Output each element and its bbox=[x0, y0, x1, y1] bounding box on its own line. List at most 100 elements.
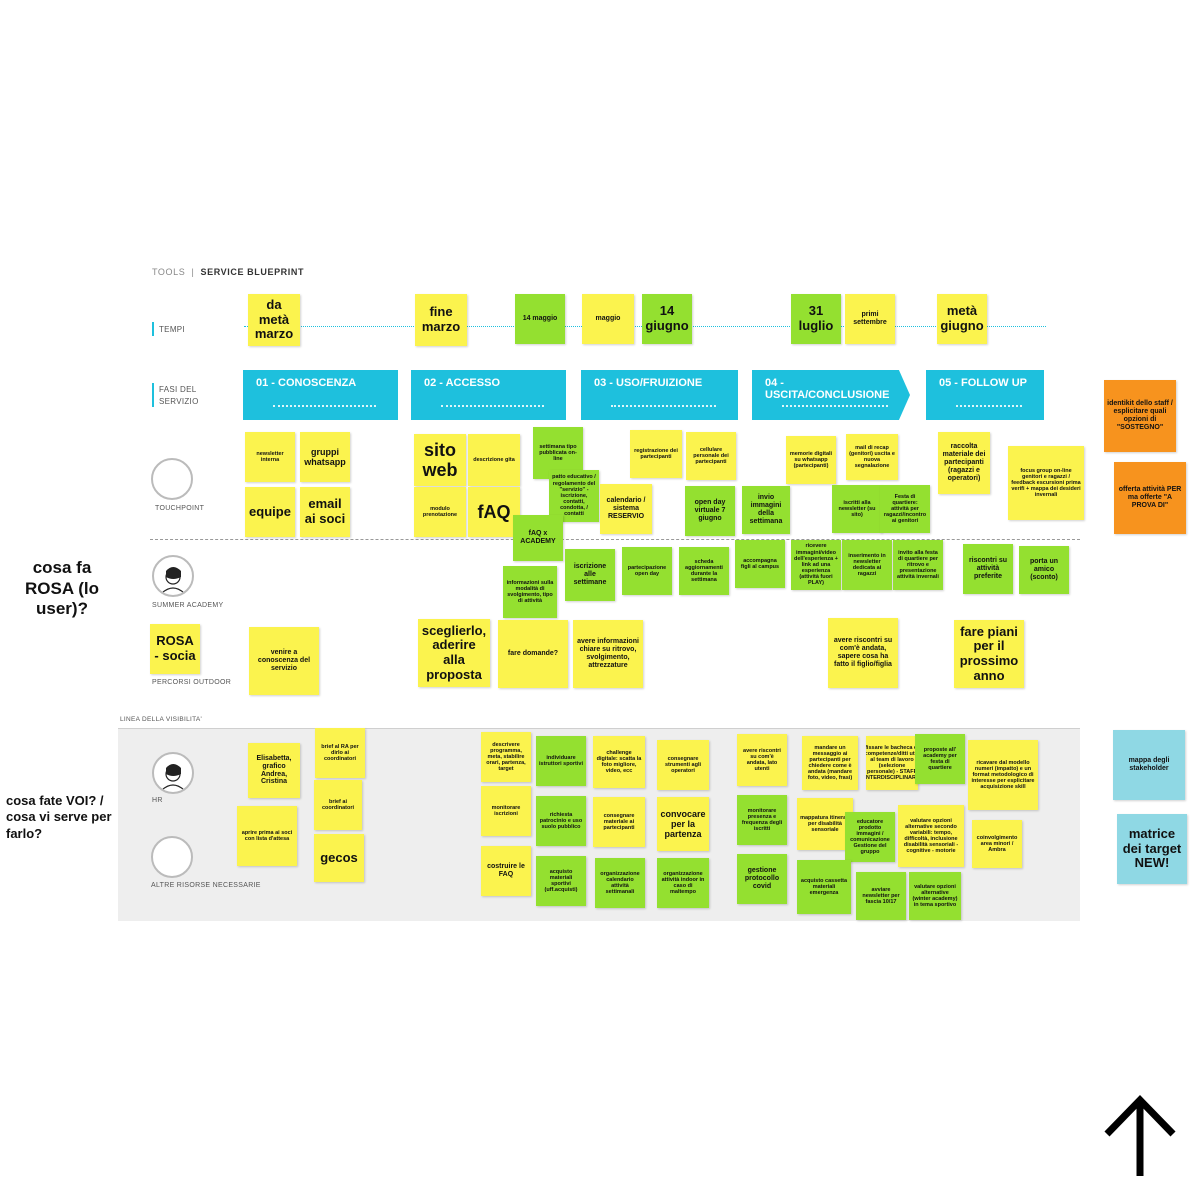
sticky-note[interactable]: venire a conoscenza del servizio bbox=[249, 627, 319, 695]
sticky-note[interactable]: acquisto cassetta materiali emergenza bbox=[797, 860, 851, 914]
sticky-note[interactable]: riscontri su attività preferite bbox=[963, 544, 1013, 594]
sticky-note[interactable]: acquisto materiali sportivi (uff.acquist… bbox=[536, 856, 586, 906]
sticky-note[interactable]: 14 giugno bbox=[642, 294, 692, 344]
sticky-note[interactable]: convocare per la partenza bbox=[657, 797, 709, 851]
sticky-note[interactable]: avere informazioni chiare su ritrovo, sv… bbox=[573, 620, 643, 688]
side-note-orange[interactable]: offerta attività PER ma offerte "A PROVA… bbox=[1114, 462, 1186, 534]
row-label-altre-risorse: ALTRE RISORSE NECESSARIE bbox=[151, 882, 261, 889]
sticky-note[interactable]: accompagna figli al campus bbox=[735, 540, 785, 588]
sticky-note[interactable]: iscrizione alle settimane bbox=[565, 549, 615, 601]
sticky-note[interactable]: fare domande? bbox=[498, 620, 568, 688]
sticky-note[interactable]: valutare opzioni alternative (winter aca… bbox=[909, 872, 961, 920]
sticky-note[interactable]: fAQ bbox=[468, 487, 520, 537]
sticky-note[interactable]: mandare un messaggio ai partecipanti per… bbox=[802, 736, 858, 790]
header-separator: | bbox=[191, 267, 195, 277]
row-label-touchpoint: TOUCHPOINT bbox=[155, 505, 205, 512]
sticky-note[interactable]: costruire le FAQ bbox=[481, 846, 531, 896]
row-label-fasi-1: FASI DEL bbox=[159, 385, 197, 394]
left-title-voi: cosa fate VOI? / cosa vi serve per farlo… bbox=[6, 793, 112, 841]
sticky-note[interactable]: cellulare personale dei partecipanti bbox=[686, 432, 736, 480]
sticky-note[interactable]: aprire prima ai soci con lista d'attesa bbox=[237, 806, 297, 866]
sticky-note[interactable]: monitorare presenza e frequenza degli is… bbox=[737, 795, 787, 845]
sticky-note[interactable]: modulo prenotazione bbox=[414, 487, 466, 537]
summer-academy-face-icon bbox=[152, 555, 194, 597]
sticky-note[interactable]: da metà marzo bbox=[248, 294, 300, 346]
sticky-note[interactable]: maggio bbox=[582, 294, 634, 344]
sticky-note[interactable]: sito web bbox=[414, 434, 466, 486]
hr-face-icon bbox=[152, 752, 194, 794]
sticky-note[interactable]: fAQ x ACADEMY bbox=[513, 515, 563, 561]
sticky-note[interactable]: registrazione dei partecipanti bbox=[630, 430, 682, 478]
sticky-note[interactable]: educatore prodotto immagini / comunicazi… bbox=[845, 812, 895, 862]
row-label-summer-academy: SUMMER ACADEMY bbox=[152, 602, 224, 609]
sticky-note[interactable]: equipe bbox=[245, 487, 295, 537]
sticky-note[interactable]: consegnare materiale ai partecipanti bbox=[593, 797, 645, 847]
sticky-note[interactable]: scheda aggiornamenti durante la settiman… bbox=[679, 547, 729, 595]
row-label-tempi: TEMPI bbox=[159, 325, 185, 334]
phase-uscita-conclusione: 04 - USCITA/CONCLUSIONE bbox=[752, 370, 910, 420]
sticky-note[interactable]: calendario / sistema RESERVIO bbox=[600, 484, 652, 534]
sticky-note[interactable]: patto educativo / regolamento del "servi… bbox=[549, 470, 599, 522]
sticky-note[interactable]: proposte all' academy per festa di quart… bbox=[915, 734, 965, 784]
sticky-note[interactable]: monitorare iscrizioni bbox=[481, 786, 531, 836]
sticky-note[interactable]: sceglierlo, aderire alla proposta bbox=[418, 619, 490, 687]
sticky-note[interactable]: brief al RA per dirlo ai coordinatori bbox=[315, 728, 365, 778]
sticky-note[interactable]: gecos bbox=[314, 834, 364, 882]
sticky-note[interactable]: fare piani per il prossimo anno bbox=[954, 620, 1024, 688]
side-note-orange[interactable]: identikit dello staff / esplicitare qual… bbox=[1104, 380, 1176, 452]
sticky-note[interactable]: organizzazione attività indoor in caso d… bbox=[657, 858, 709, 908]
sticky-note[interactable]: focus group on-line genitori e ragazzi /… bbox=[1008, 446, 1084, 520]
sticky-note[interactable]: mail di recap (genitori) uscita e nuova … bbox=[846, 434, 898, 480]
blueprint-header: TOOLS | SERVICE BLUEPRINT bbox=[152, 267, 304, 277]
sticky-note[interactable]: consegnare strumenti agli operatori bbox=[657, 740, 709, 790]
sticky-note[interactable]: avere riscontri su com'è andata, lato ut… bbox=[737, 734, 787, 786]
sticky-note[interactable]: 14 maggio bbox=[515, 294, 565, 344]
sticky-note[interactable]: ricavare dal modello numeri (impatto) e … bbox=[968, 740, 1038, 810]
sticky-note[interactable]: porta un amico (sconto) bbox=[1019, 546, 1069, 594]
side-note-blue[interactable]: mappa degli stakeholder bbox=[1113, 730, 1185, 800]
sticky-note[interactable]: challenge digitale: scatta la foto migli… bbox=[593, 736, 645, 788]
header-tools: TOOLS bbox=[152, 267, 186, 277]
sticky-note[interactable]: invio immagini della settimana bbox=[742, 486, 790, 534]
phase-label: 04 - USCITA/CONCLUSIONE bbox=[765, 377, 890, 401]
phase-label: 02 - ACCESSO bbox=[424, 377, 501, 389]
sticky-note[interactable]: metà giugno bbox=[937, 294, 987, 344]
sticky-note[interactable]: individuare istruttori sportivi bbox=[536, 736, 586, 786]
sticky-note[interactable]: gestione protocollo covid bbox=[737, 854, 787, 904]
sticky-note[interactable]: partecipazione open day bbox=[622, 547, 672, 595]
sticky-note[interactable]: avere riscontri su com'è andata, sapere … bbox=[828, 618, 898, 688]
sticky-note[interactable]: newsletter interna bbox=[245, 432, 295, 482]
row-label-hr: HR bbox=[152, 797, 163, 804]
arrow-up-icon bbox=[1103, 1092, 1177, 1178]
sticky-note[interactable]: mappatura itinerari per disabilità senso… bbox=[797, 798, 853, 850]
sticky-note[interactable]: richiesta patrocinio e uso suolo pubblic… bbox=[536, 796, 586, 846]
sticky-note[interactable]: coinvolgimento area minori / Ambra bbox=[972, 820, 1022, 868]
sticky-note[interactable]: fissare le bacheca di competenze/ditti u… bbox=[866, 736, 918, 790]
sticky-note[interactable]: descrizione gita bbox=[468, 434, 520, 486]
phase-conoscenza: 01 - CONOSCENZA bbox=[243, 370, 398, 420]
sticky-note[interactable]: fine marzo bbox=[415, 294, 467, 346]
sticky-note[interactable]: Festa di quartiere: attività per ragazzi… bbox=[880, 485, 930, 533]
sticky-note[interactable]: ricevere immagini/video dell'esperienza … bbox=[791, 540, 841, 590]
side-note-blue[interactable]: matrice dei target NEW! bbox=[1117, 814, 1187, 884]
sticky-note[interactable]: memorie digitali su whatsapp (partecipan… bbox=[786, 436, 836, 484]
sticky-note[interactable]: Elisabetta, grafico Andrea, Cristina bbox=[248, 743, 300, 798]
row-label-visibilita: LINEA DELLA VISIBILITA' bbox=[120, 716, 203, 723]
sticky-note[interactable]: 31 luglio bbox=[791, 294, 841, 344]
sticky-note[interactable]: raccolta materiale dei partecipanti (rag… bbox=[938, 432, 990, 494]
sticky-note[interactable]: invito alla festa di quartiere per ritro… bbox=[893, 540, 943, 590]
sticky-note[interactable]: organizzazione calendario attività setti… bbox=[595, 858, 645, 908]
sticky-note[interactable]: open day virtuale 7 giugno bbox=[685, 486, 735, 536]
sticky-note[interactable]: descrivere programma, meta, stabilire or… bbox=[481, 732, 531, 782]
sticky-note[interactable]: ROSA - socia bbox=[150, 624, 200, 674]
sticky-note[interactable]: brief ai coordinatori bbox=[314, 780, 362, 830]
sticky-note[interactable]: inserimento in newsletter dedicata ai ra… bbox=[842, 540, 892, 590]
sticky-note[interactable]: valutare opzioni alternative secondo var… bbox=[898, 805, 964, 867]
sticky-note[interactable]: iscritti alla newsletter (su sito) bbox=[832, 485, 882, 533]
sticky-note[interactable]: email ai soci bbox=[300, 487, 350, 537]
sticky-note[interactable]: gruppi whatsapp bbox=[300, 432, 350, 482]
sticky-note[interactable]: avviare newsletter per fascia 10/17 bbox=[856, 872, 906, 920]
sticky-note[interactable]: primi settembre bbox=[845, 294, 895, 344]
phase-label: 03 - USO/FRUIZIONE bbox=[594, 377, 703, 389]
sticky-note[interactable]: informazioni sulla modalità di svolgimen… bbox=[503, 566, 557, 618]
